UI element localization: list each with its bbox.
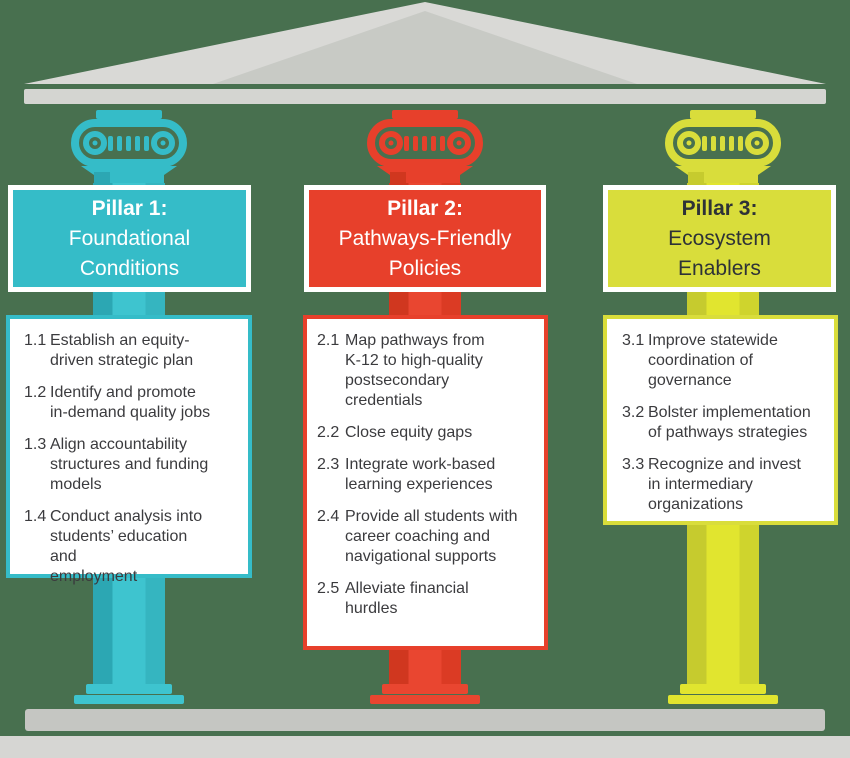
item-number: 3.3: [622, 456, 645, 473]
list-item: 2.2 Close equity gaps: [317, 423, 519, 443]
item-number: 1.2: [24, 384, 47, 401]
list-item: 1.3 Align accountability structures and …: [24, 435, 218, 495]
column-capital-icon: [665, 110, 781, 188]
column-base-upper: [86, 684, 172, 694]
pillar-1-title: Pillar 1:: [91, 196, 168, 220]
item-text: Provide all students with career coachin…: [345, 508, 518, 565]
pillar-1-subtitle: Foundational Conditions: [68, 226, 191, 280]
list-item: 1.2 Identify and promote in-demand quali…: [24, 383, 218, 423]
item-text: Close equity gaps: [345, 424, 473, 441]
item-number: 1.3: [24, 436, 47, 453]
column-base-upper: [680, 684, 766, 694]
list-item: 3.3 Recognize and invest in intermediary…: [622, 455, 815, 515]
item-text: Identify and promote in-demand quality j…: [50, 384, 211, 421]
item-text: Bolster implementation of pathways strat…: [648, 404, 811, 441]
ground-strip: [0, 736, 850, 758]
column-base-lower: [74, 695, 184, 704]
column-base-lower: [668, 695, 778, 704]
list-item: 2.1 Map pathways from K-12 to high-quali…: [317, 331, 519, 411]
item-text: Recognize and invest in intermediary org…: [648, 456, 801, 513]
architrave-beam: [24, 89, 826, 104]
pillar-2: Pillar 2: Pathways-Friendly Policies 2.1…: [300, 0, 550, 758]
column-base-upper: [382, 684, 468, 694]
column-capital-icon: [71, 110, 187, 188]
item-text: Establish an equity- driven strategic pl…: [50, 332, 194, 369]
column-base-lower: [370, 695, 480, 704]
pillar-3: Pillar 3: Ecosystem Enablers 3.1 Improve…: [598, 0, 848, 758]
pillar-1-header: Pillar 1: Foundational Conditions: [8, 185, 251, 292]
pillar-3-subtitle: Ecosystem Enablers: [668, 226, 771, 280]
item-number: 3.1: [622, 332, 645, 349]
pillar-1-list: 1.1 Establish an equity- driven strategi…: [6, 315, 252, 585]
list-item: 2.5 Alleviate financial hurdles: [317, 579, 519, 619]
item-text: Conduct analysis into students’ educatio…: [50, 508, 203, 585]
item-number: 2.1: [317, 332, 340, 349]
item-text: Align accountability structures and fund…: [50, 436, 209, 493]
item-text: Integrate work-based learning experience…: [345, 456, 496, 493]
item-number: 1.1: [24, 332, 47, 349]
pillar-3-title: Pillar 3:: [681, 196, 758, 220]
list-item: 2.4 Provide all students with career coa…: [317, 507, 519, 567]
pillar-3-list: 3.1 Improve statewide coordination of go…: [603, 315, 838, 525]
pediment-tympanum: [213, 11, 637, 84]
item-number: 1.4: [24, 508, 47, 525]
item-text: Map pathways from K-12 to high-quality p…: [345, 332, 485, 409]
list-item: 3.1 Improve statewide coordination of go…: [622, 331, 815, 391]
list-item: 2.3 Integrate work-based learning experi…: [317, 455, 519, 495]
item-number: 2.5: [317, 580, 340, 597]
pillar-2-list: 2.1 Map pathways from K-12 to high-quali…: [303, 315, 548, 650]
pillar-2-header: Pillar 2: Pathways-Friendly Policies: [304, 185, 546, 292]
stylobate-beam: [25, 709, 825, 731]
item-number: 3.2: [622, 404, 645, 421]
pediment-roof: [24, 2, 826, 84]
list-item: 1.4 Conduct analysis into students’ educ…: [24, 507, 218, 587]
item-text: Improve statewide coordination of govern…: [648, 332, 778, 389]
pillar-2-subtitle: Pathways-Friendly Policies: [338, 226, 512, 280]
pillar-2-title: Pillar 2:: [387, 196, 463, 220]
pillar-3-header: Pillar 3: Ecosystem Enablers: [603, 185, 836, 292]
list-item: 3.2 Bolster implementation of pathways s…: [622, 403, 815, 443]
item-text: Alleviate financial hurdles: [345, 580, 469, 617]
column-capital-icon: [367, 110, 483, 188]
item-number: 2.2: [317, 424, 340, 441]
item-number: 2.4: [317, 508, 340, 525]
pillar-1: Pillar 1: Foundational Conditions 1.1 Es…: [4, 0, 254, 758]
list-item: 1.1 Establish an equity- driven strategi…: [24, 331, 218, 371]
item-number: 2.3: [317, 456, 340, 473]
